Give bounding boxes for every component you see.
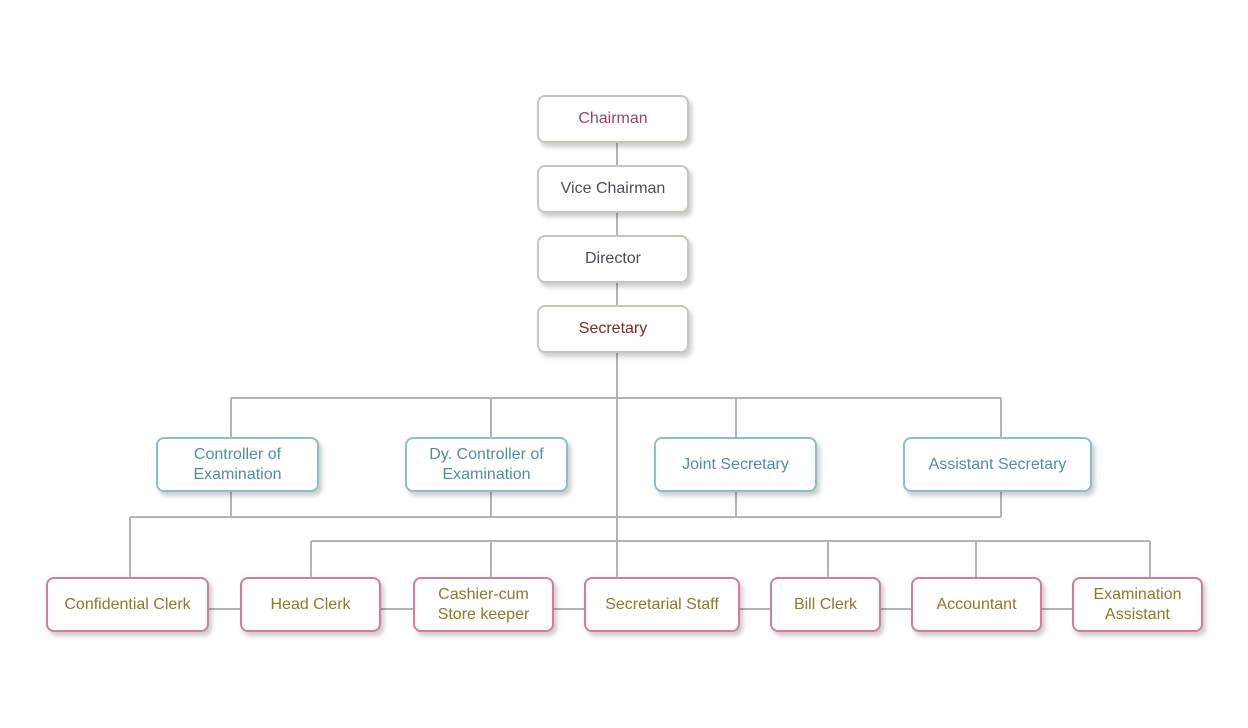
node-director: Director	[537, 235, 689, 283]
node-label: Assistant Secretary	[928, 455, 1067, 473]
node-label: Secretarial Staff	[605, 595, 719, 613]
node-label: Controller of Examination	[193, 445, 282, 483]
node-chairman: Chairman	[537, 95, 689, 143]
node-label: Examination Assistant	[1093, 585, 1182, 623]
node-bill-clerk: Bill Clerk	[770, 577, 881, 632]
node-cashier-cum-store-keeper: Cashier-cum Store keeper	[413, 577, 554, 632]
node-head-clerk: Head Clerk	[240, 577, 381, 632]
node-label: Joint Secretary	[682, 455, 789, 473]
node-confidential-clerk: Confidential Clerk	[46, 577, 209, 632]
node-label: Bill Clerk	[793, 595, 858, 613]
node-label: Director	[584, 250, 641, 267]
node-dy-controller-of-examination: Dy. Controller of Examination	[405, 437, 568, 492]
node-vice-chairman: Vice Chairman	[537, 165, 689, 213]
node-label: Vice Chairman	[560, 180, 666, 197]
node-joint-secretary: Joint Secretary	[654, 437, 817, 492]
node-label: Secretary	[578, 320, 648, 337]
node-controller-of-examination: Controller of Examination	[156, 437, 319, 492]
node-label: Head Clerk	[270, 595, 351, 613]
node-label: Accountant	[936, 595, 1017, 613]
node-examination-assistant: Examination Assistant	[1072, 577, 1203, 632]
node-label: Dy. Controller of Examination	[429, 445, 544, 483]
node-secretary: Secretary	[537, 305, 689, 353]
node-label: Chairman	[578, 110, 648, 127]
node-label: Cashier-cum Store keeper	[437, 585, 530, 623]
node-accountant: Accountant	[911, 577, 1042, 632]
node-secretarial-staff: Secretarial Staff	[584, 577, 740, 632]
node-label: Confidential Clerk	[64, 595, 191, 613]
node-assistant-secretary: Assistant Secretary	[903, 437, 1092, 492]
